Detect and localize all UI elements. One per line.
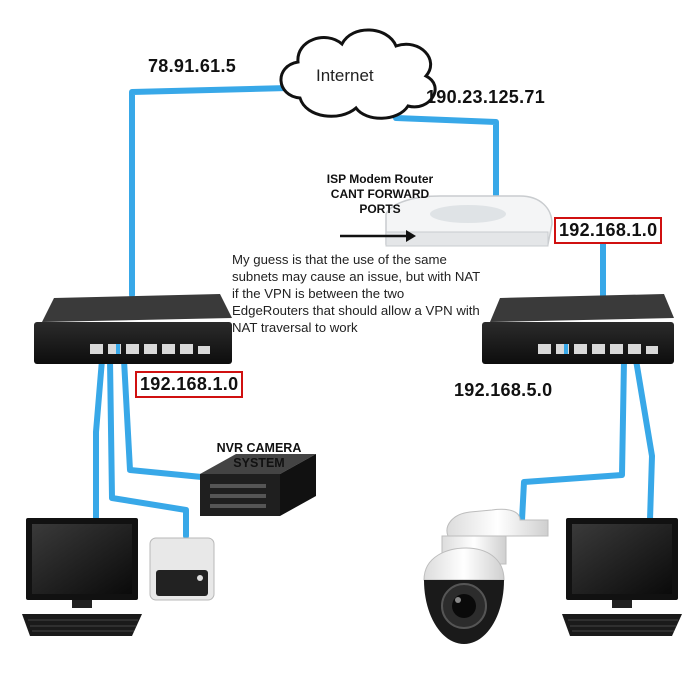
modem-caption-line-3: PORTS — [359, 202, 401, 216]
cable-left-device — [107, 357, 189, 539]
modem-caption-line-1: ISP Modem Router — [326, 172, 434, 186]
nvr-caption-line-2: SYSTEM — [233, 456, 285, 470]
cloud-key-device-icon — [149, 537, 215, 601]
arrow-to-modem — [340, 230, 416, 242]
nvr-icon — [200, 454, 316, 516]
cable-left-nvr — [121, 357, 215, 481]
left-computer-icon — [22, 518, 142, 636]
cable-left-pc — [93, 357, 105, 523]
left-wan-ip: 78.91.61.5 — [148, 56, 237, 76]
nvr-caption: NVR CAMERA SYSTEM — [204, 441, 314, 471]
right-lan-ip: 192.168.5.0 — [454, 380, 553, 400]
modem-lan-ip: 192.168.1.0 — [554, 217, 663, 244]
modem-caption: ISP Modem Router CANT FORWARD PORTS — [310, 172, 450, 217]
right-wan-ip: 190.23.125.71 — [426, 87, 546, 107]
internet-label: Internet — [316, 66, 374, 85]
left-edgerouter-icon — [34, 294, 232, 364]
ptz-camera-icon — [423, 508, 549, 644]
left-lan-ip: 192.168.1.0 — [135, 371, 244, 398]
right-computer-icon — [562, 518, 682, 636]
internet-cloud — [279, 28, 437, 120]
right-edgerouter-icon — [482, 294, 674, 364]
nvr-caption-line-1: NVR CAMERA — [216, 441, 302, 455]
explanation-note: My guess is that the use of the same sub… — [232, 252, 480, 335]
isp-modem-icon — [385, 195, 553, 247]
cable-right-pc — [633, 357, 655, 523]
cable-right-camera — [519, 357, 627, 523]
modem-caption-line-2: CANT FORWARD — [330, 187, 430, 201]
cable-left-wan — [129, 85, 291, 298]
